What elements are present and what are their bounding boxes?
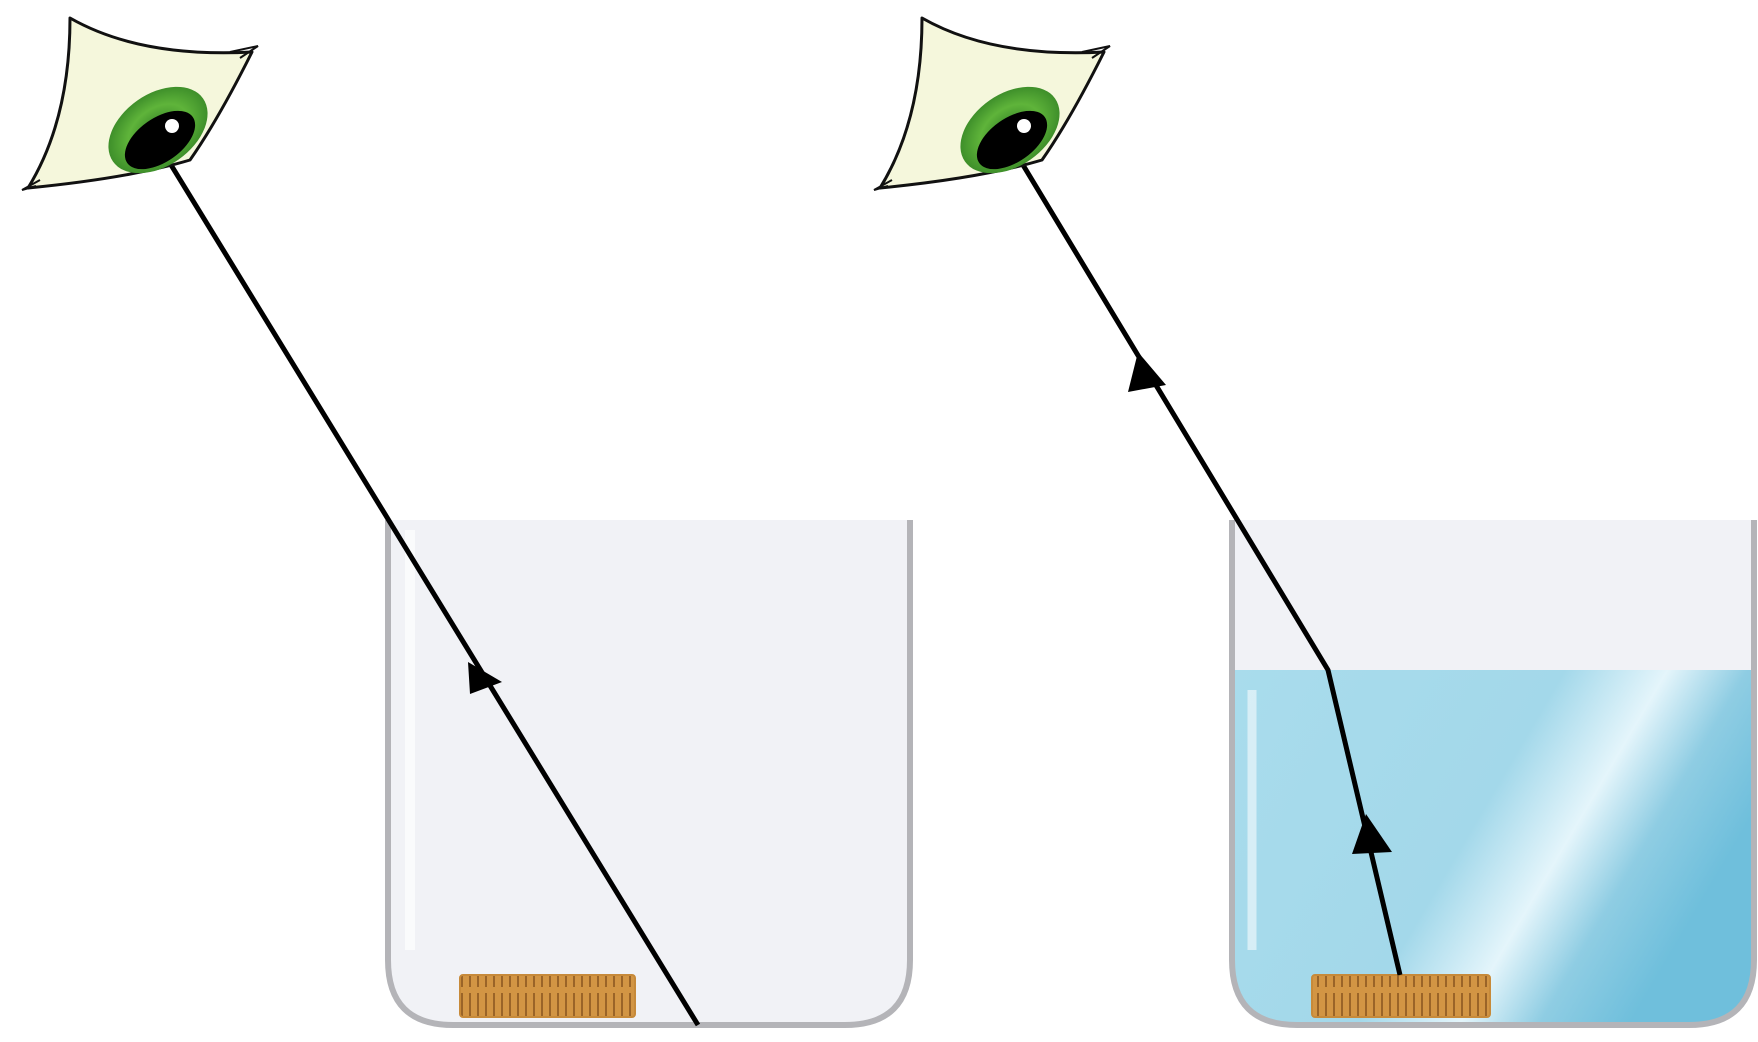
eye-icon [22,18,258,191]
coin-icon [1312,975,1490,1017]
coin-icon [460,975,635,1017]
eye-icon [874,18,1110,191]
arrow-icon [1128,352,1166,392]
beaker-icon [1232,520,1754,1025]
panel-water-beaker [874,18,1754,1025]
water [1232,670,1754,1025]
panel-empty-beaker [22,18,910,1025]
